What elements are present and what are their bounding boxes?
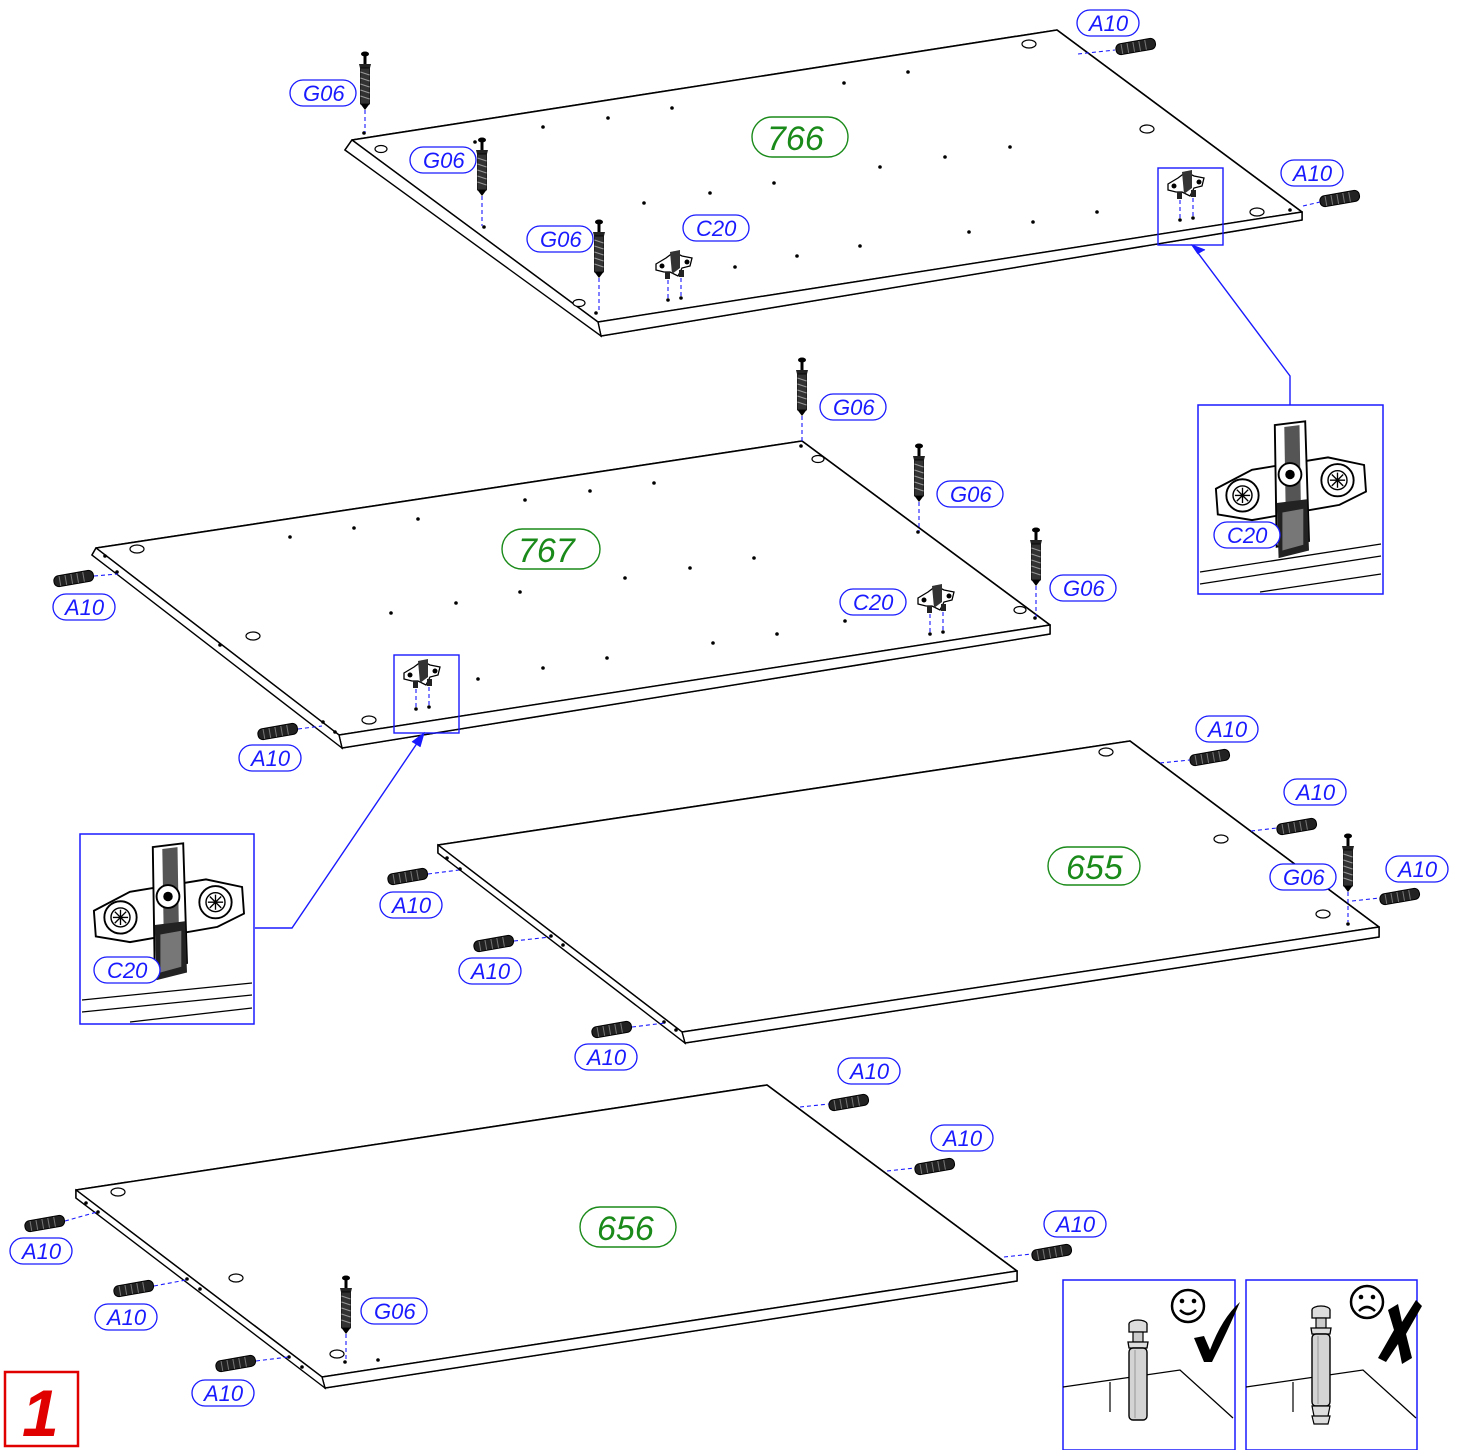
part-code-656: 656 [579, 1206, 677, 1248]
svg-text:1: 1 [22, 1376, 59, 1450]
svg-text:A10: A10 [1054, 1212, 1096, 1237]
svg-text:A10: A10 [202, 1381, 244, 1406]
svg-text:G06: G06 [423, 148, 465, 173]
svg-text:A10: A10 [63, 595, 105, 620]
connector-detail-inset-left [79, 833, 255, 1025]
dowel-group [23, 37, 1421, 1373]
svg-text:A10: A10 [249, 746, 291, 771]
label-a10: A10 [52, 593, 116, 621]
svg-text:G06: G06 [950, 482, 992, 507]
step-number: 1 [3, 1370, 80, 1450]
svg-text:G06: G06 [540, 227, 582, 252]
svg-text:C20: C20 [696, 216, 737, 241]
svg-text:766: 766 [767, 120, 824, 158]
label-a10: A10 [191, 1379, 255, 1407]
label-g06: G06 [1269, 863, 1337, 891]
svg-text:G06: G06 [303, 81, 345, 106]
screw-group [339, 51, 1355, 1360]
label-c20: C20 [682, 214, 750, 242]
label-c20: C20 [839, 588, 907, 616]
label-a10: A10 [379, 891, 443, 919]
svg-text:655: 655 [1066, 849, 1123, 887]
svg-text:A10: A10 [1396, 857, 1438, 882]
svg-text:767: 767 [518, 532, 576, 570]
label-a10: A10 [1385, 855, 1449, 883]
panel-767 [91, 440, 1051, 750]
svg-text:A10: A10 [1087, 11, 1129, 36]
svg-text:G06: G06 [1063, 576, 1105, 601]
label-a10: A10 [1076, 9, 1140, 37]
connector-detail-inset-right [1197, 404, 1384, 595]
label-a10: A10 [1195, 715, 1259, 743]
label-a10: A10 [238, 744, 302, 772]
label-a10: A10 [1283, 778, 1347, 806]
detail-box-766 [1157, 167, 1224, 246]
incorrect-installation-inset [1245, 1279, 1418, 1450]
svg-text:A10: A10 [469, 959, 511, 984]
svg-text:G06: G06 [374, 1299, 416, 1324]
label-g06: G06 [289, 79, 357, 107]
leader-line-767 [255, 732, 425, 929]
label-a10: A10 [9, 1237, 73, 1265]
svg-text:A10: A10 [1206, 717, 1248, 742]
label-c20: C20 [1213, 521, 1281, 549]
svg-text:A10: A10 [1294, 780, 1336, 805]
svg-text:A10: A10 [941, 1126, 983, 1151]
svg-text:A10: A10 [20, 1239, 62, 1264]
svg-text:A10: A10 [1291, 161, 1333, 186]
label-a10: A10 [458, 957, 522, 985]
svg-text:C20: C20 [107, 958, 148, 983]
label-g06: G06 [409, 146, 477, 174]
callout-labels: A10 A10 A10 A10 A10 A10 A10 A10 A10 A10 … [9, 9, 1449, 1407]
panel-766 [344, 29, 1303, 338]
label-a10: A10 [574, 1043, 638, 1071]
part-code-766: 766 [751, 116, 849, 158]
leader-line-766 [1191, 244, 1291, 405]
label-a10: A10 [1280, 159, 1344, 187]
label-g06: G06 [526, 225, 594, 253]
svg-text:A10: A10 [585, 1045, 627, 1070]
panel-655 [437, 740, 1380, 1045]
svg-text:C20: C20 [853, 590, 894, 615]
check-mark-icon [1194, 1302, 1240, 1362]
svg-text:A10: A10 [390, 893, 432, 918]
label-a10: A10 [1043, 1210, 1107, 1238]
svg-text:G06: G06 [1283, 865, 1325, 890]
cross-mark-icon [1378, 1300, 1422, 1364]
label-a10: A10 [94, 1303, 158, 1331]
label-a10: A10 [930, 1124, 994, 1152]
label-g06: G06 [1049, 574, 1117, 602]
svg-text:G06: G06 [833, 395, 875, 420]
svg-text:A10: A10 [105, 1305, 147, 1330]
label-c20: C20 [93, 956, 161, 984]
svg-text:A10: A10 [848, 1059, 890, 1084]
smiley-face-icon [1170, 1288, 1206, 1324]
correct-installation-inset [1062, 1279, 1236, 1450]
part-code-655: 655 [1047, 846, 1141, 887]
label-a10: A10 [837, 1057, 901, 1085]
panel-656 [75, 1084, 1018, 1390]
svg-text:C20: C20 [1227, 523, 1268, 548]
label-g06: G06 [360, 1297, 428, 1325]
label-g06: G06 [936, 480, 1004, 508]
svg-text:656: 656 [597, 1210, 654, 1248]
label-g06: G06 [819, 393, 887, 421]
part-code-767: 767 [501, 528, 601, 570]
detail-box-767 [393, 654, 460, 734]
frowning-face-icon [1349, 1284, 1385, 1320]
